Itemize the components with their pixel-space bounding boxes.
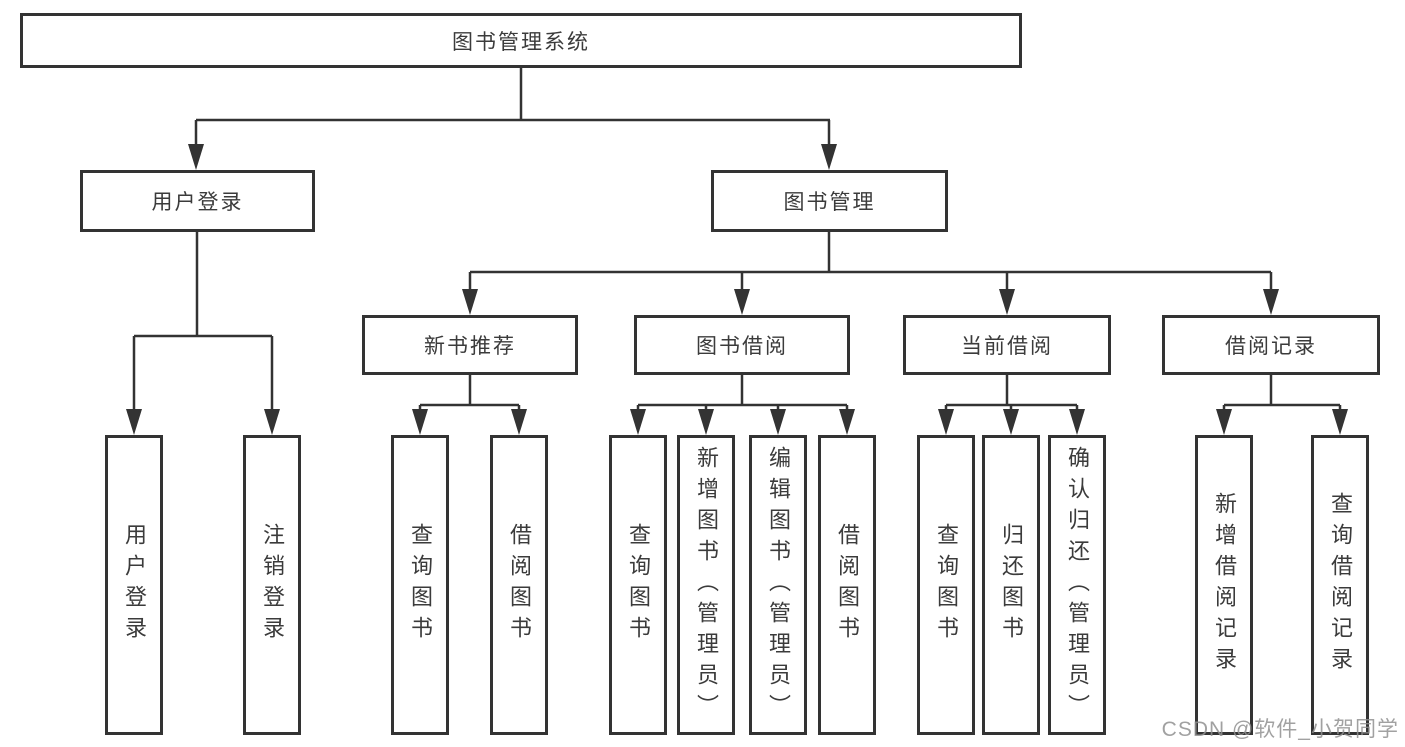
leaf-add-book-label: 新增图书（管理员） bbox=[694, 445, 719, 725]
leaf-add-borrow-record: 新增借阅记录 bbox=[1195, 435, 1253, 735]
leaf-user-login: 用户登录 bbox=[105, 435, 163, 735]
node-book-management: 图书管理 bbox=[711, 170, 948, 232]
node-new-book-recommend-label: 新书推荐 bbox=[424, 335, 516, 358]
watermark: CSDN @软件_小贺同学 bbox=[1161, 718, 1399, 741]
leaf-return-book-label: 归还图书 bbox=[999, 523, 1024, 647]
leaf-query-borrow-record-label: 查询借阅记录 bbox=[1328, 492, 1353, 678]
leaf-query-book-current: 查询图书 bbox=[917, 435, 975, 735]
leaf-add-book: 新增图书（管理员） bbox=[677, 435, 735, 735]
node-book-borrow: 图书借阅 bbox=[634, 315, 850, 375]
leaf-confirm-return: 确认归还（管理员） bbox=[1048, 435, 1106, 735]
leaf-borrow-book-recommend: 借阅图书 bbox=[490, 435, 548, 735]
leaf-borrow-book-borrow-label: 借阅图书 bbox=[835, 523, 860, 647]
leaf-borrow-book-borrow: 借阅图书 bbox=[818, 435, 876, 735]
node-book-borrow-label: 图书借阅 bbox=[696, 335, 788, 358]
leaf-query-book-current-label: 查询图书 bbox=[934, 523, 959, 647]
leaf-logout-label: 注销登录 bbox=[260, 523, 285, 647]
leaf-add-borrow-record-label: 新增借阅记录 bbox=[1212, 492, 1237, 678]
leaf-confirm-return-label: 确认归还（管理员） bbox=[1065, 445, 1090, 725]
leaf-query-book-borrow: 查询图书 bbox=[609, 435, 667, 735]
node-borrow-record-label: 借阅记录 bbox=[1225, 335, 1317, 358]
node-current-borrow: 当前借阅 bbox=[903, 315, 1111, 375]
leaf-query-book-recommend: 查询图书 bbox=[391, 435, 449, 735]
node-root-label: 图书管理系统 bbox=[452, 30, 590, 54]
leaf-query-book-borrow-label: 查询图书 bbox=[626, 523, 651, 647]
node-user-login: 用户登录 bbox=[80, 170, 315, 232]
node-borrow-record: 借阅记录 bbox=[1162, 315, 1380, 375]
leaf-borrow-book-recommend-label: 借阅图书 bbox=[507, 523, 532, 647]
leaf-query-borrow-record: 查询借阅记录 bbox=[1311, 435, 1369, 735]
node-current-borrow-label: 当前借阅 bbox=[961, 335, 1053, 358]
leaf-edit-book-label: 编辑图书（管理员） bbox=[766, 445, 791, 725]
leaf-query-book-recommend-label: 查询图书 bbox=[408, 523, 433, 647]
node-new-book-recommend: 新书推荐 bbox=[362, 315, 578, 375]
leaf-return-book: 归还图书 bbox=[982, 435, 1040, 735]
leaf-logout: 注销登录 bbox=[243, 435, 301, 735]
node-root: 图书管理系统 bbox=[20, 13, 1022, 68]
leaf-edit-book: 编辑图书（管理员） bbox=[749, 435, 807, 735]
leaf-user-login-label: 用户登录 bbox=[122, 523, 147, 647]
node-book-management-label: 图书管理 bbox=[783, 191, 876, 214]
node-user-login-label: 用户登录 bbox=[151, 191, 244, 214]
